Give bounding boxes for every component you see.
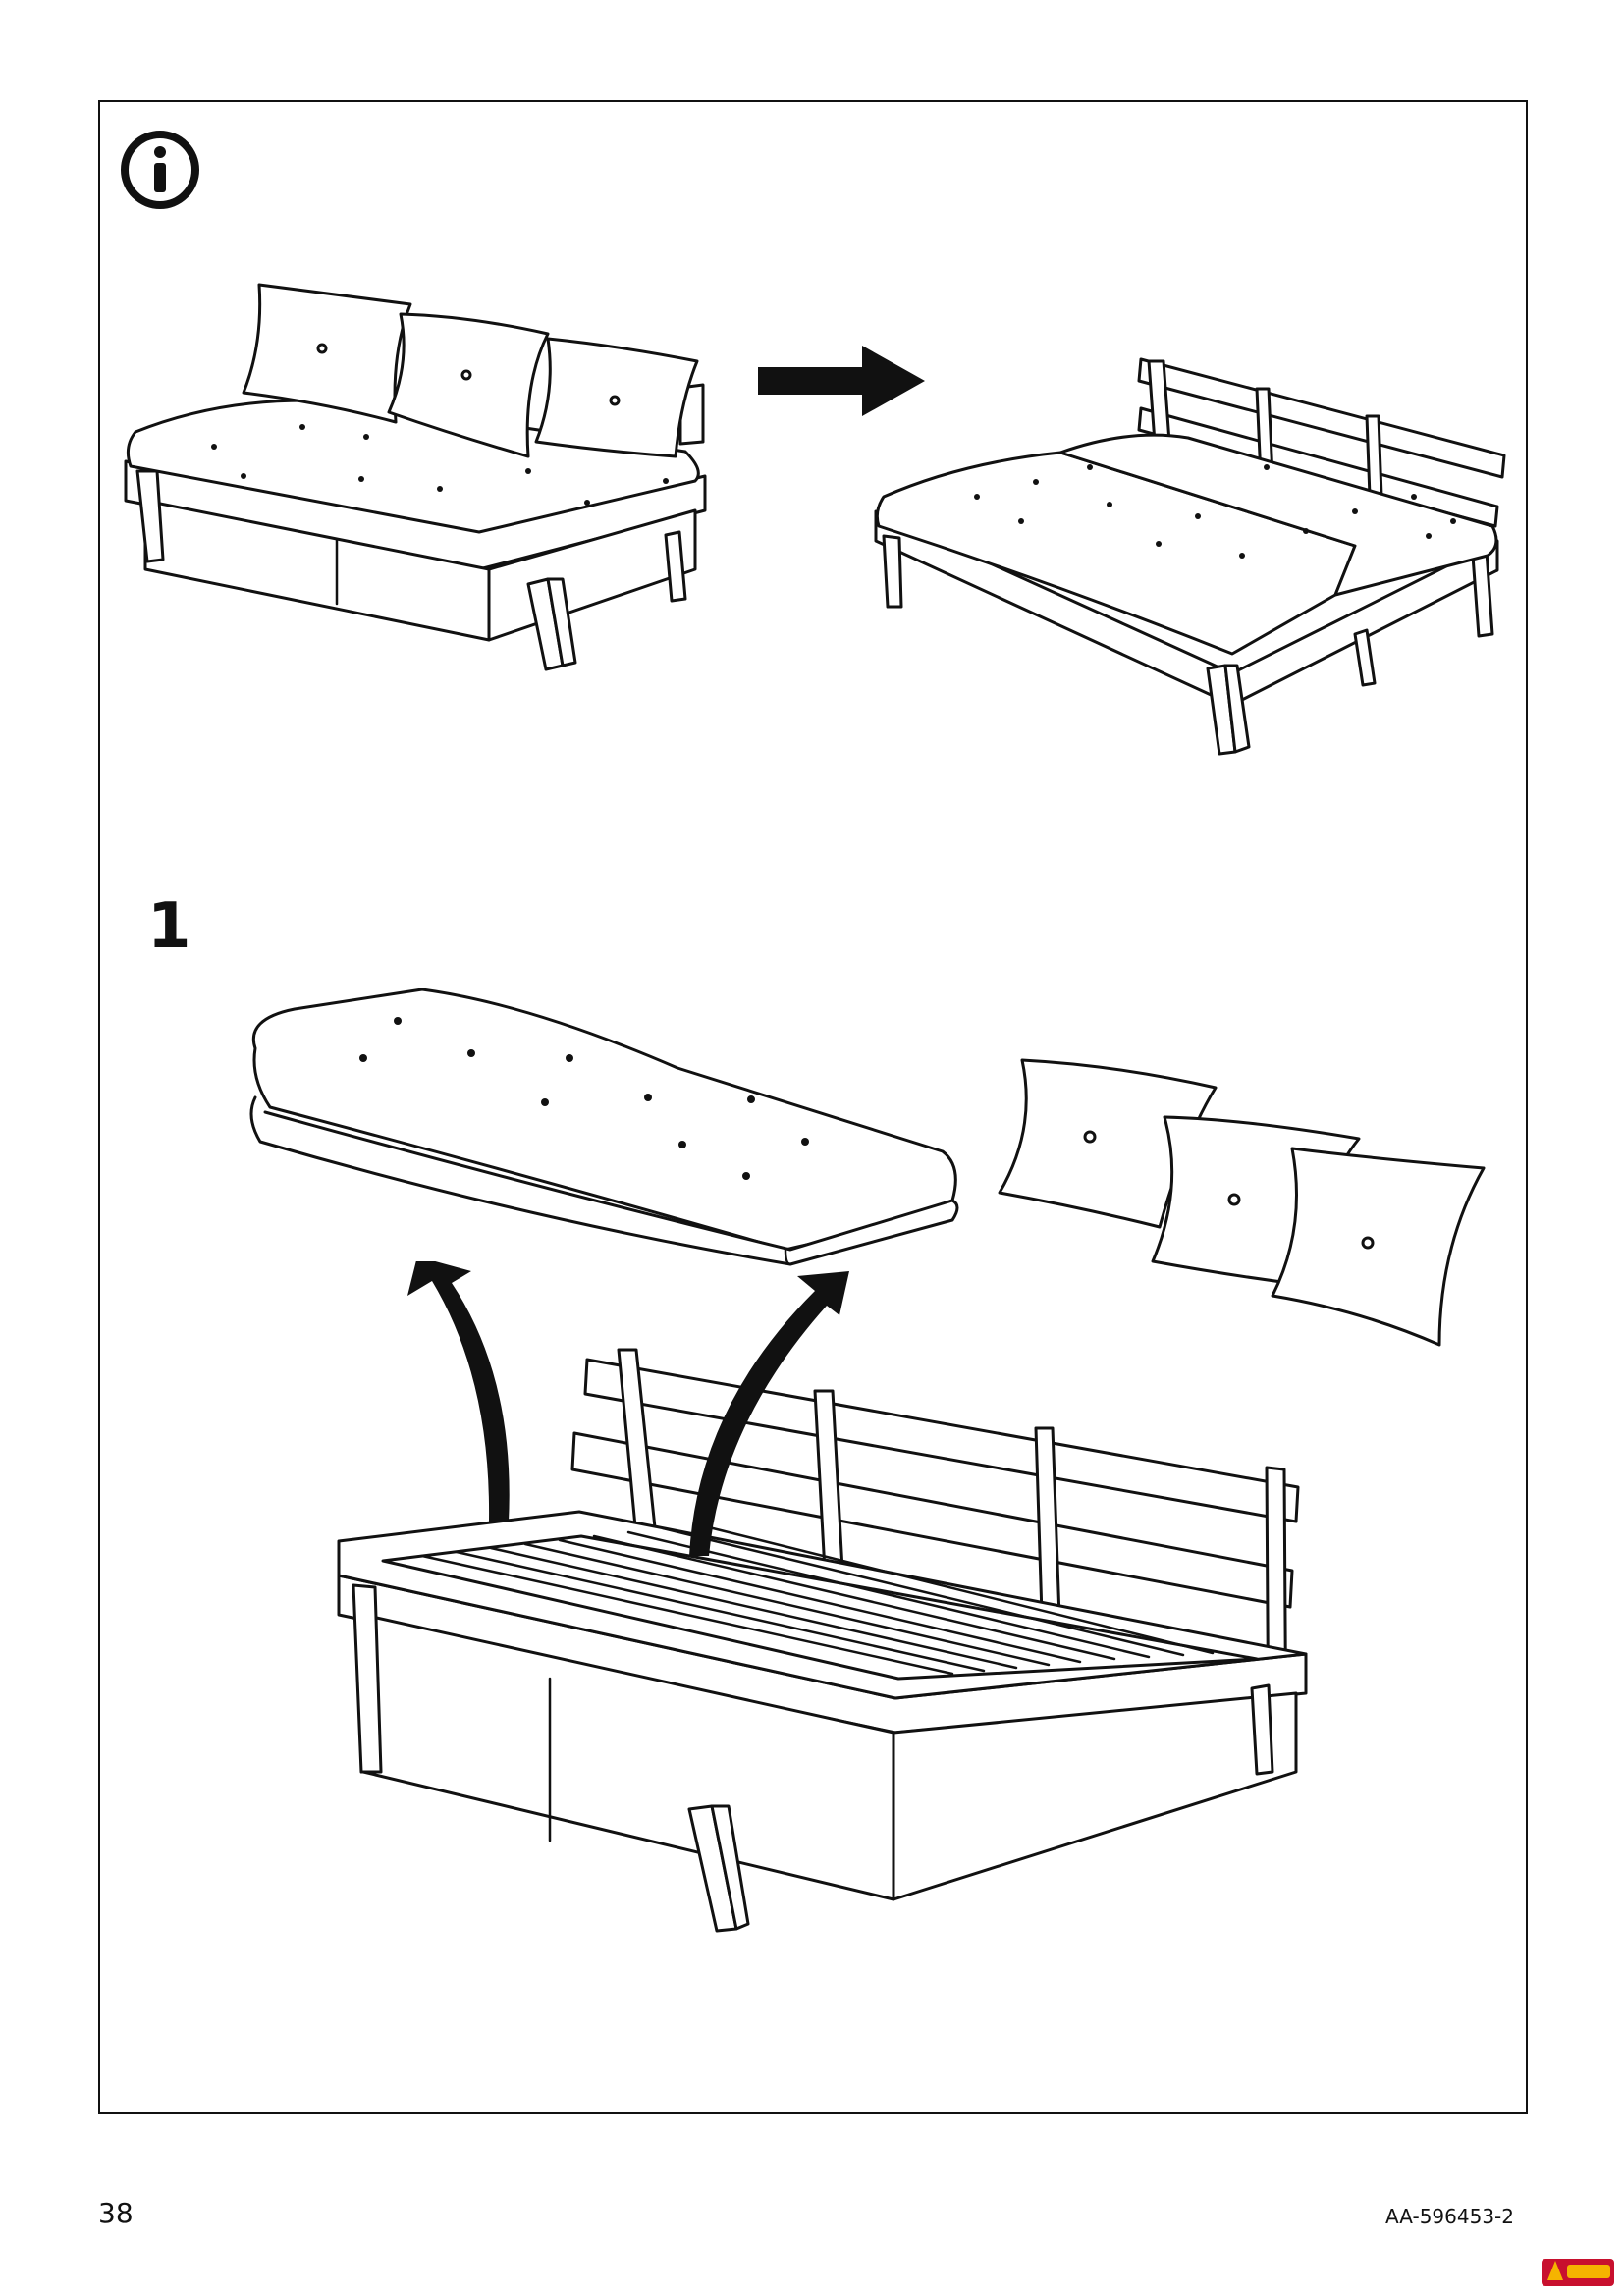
page-number: 38 (98, 2197, 134, 2229)
document-code: AA-596453-2 (1385, 2205, 1514, 2228)
cushions-illustration (998, 1058, 1486, 1347)
watermark-logo-icon (1542, 2259, 1614, 2286)
instruction-frame (98, 100, 1528, 2114)
arrow-right-icon (758, 346, 925, 416)
sofa-frame-illustration (337, 1261, 1308, 1933)
folded-mattress-illustration (249, 988, 959, 1266)
sofa-with-cushions-illustration (124, 283, 707, 671)
step-number: 1 (147, 890, 191, 963)
info-circle-icon (121, 131, 199, 209)
unfolded-bed-illustration (874, 357, 1506, 756)
